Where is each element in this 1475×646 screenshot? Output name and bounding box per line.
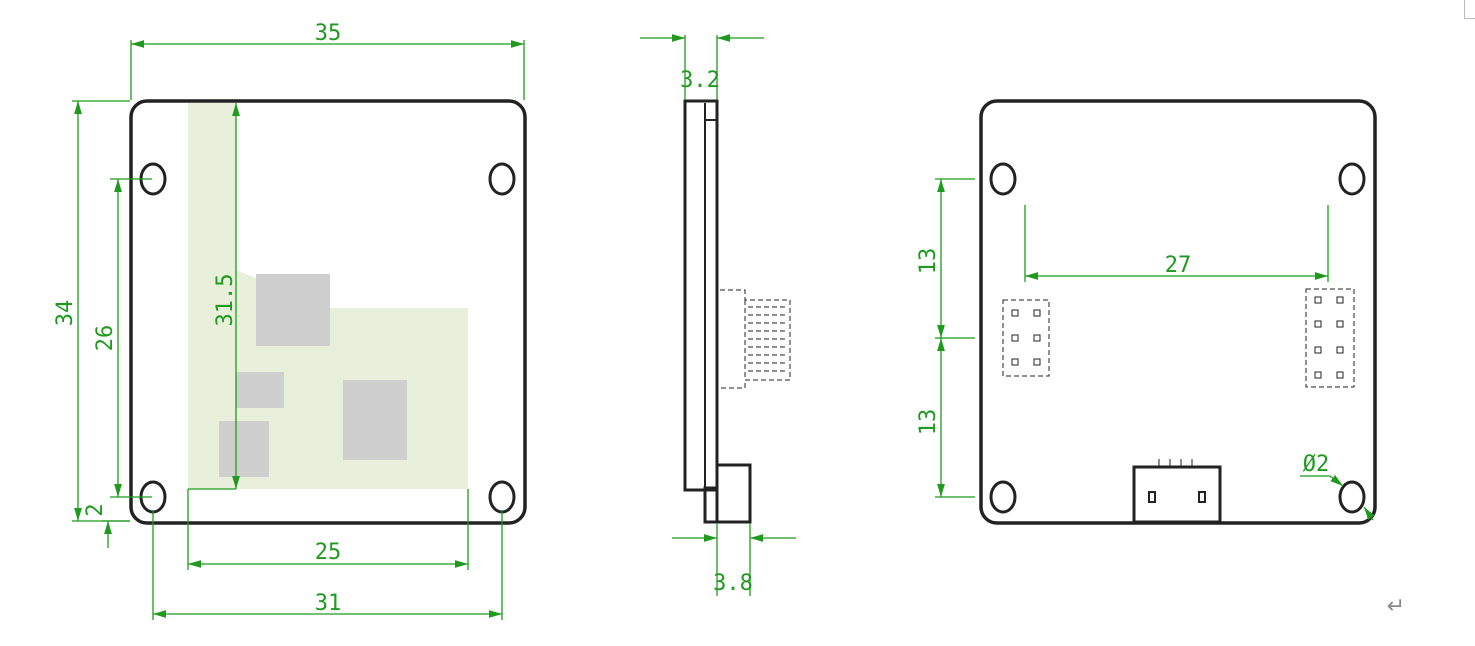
- mounting-hole: [1338, 480, 1366, 514]
- dim-thickness-bottom: 3.8: [713, 571, 753, 596]
- mounting-hole: [1338, 162, 1366, 196]
- header-left-pins: [1011, 309, 1041, 366]
- side-connector: [715, 463, 752, 524]
- header-right-pins: [1314, 296, 1344, 379]
- dim-edge-offset: 2: [83, 503, 108, 516]
- mounting-hole: [488, 480, 516, 514]
- dim-header-spacing: 27: [1165, 253, 1192, 278]
- dim-height-total: 34: [53, 300, 78, 327]
- back-view: 13 13 27 Ø2: [916, 99, 1377, 525]
- dim-lower-vertical: 13: [916, 409, 941, 436]
- dim-inner-vertical: 31.5: [213, 274, 238, 327]
- bottom-connector: [1132, 465, 1222, 524]
- dim-hole-horizontal: 31: [315, 591, 342, 616]
- mounting-hole: [989, 162, 1017, 196]
- dim-width-total: 35: [315, 21, 342, 46]
- mounting-hole: [989, 480, 1017, 514]
- side-view: 3.2 3.8: [640, 34, 796, 596]
- mounting-hole: [488, 162, 516, 196]
- header-outline-dashed: [720, 289, 791, 389]
- pin-header-right: [1305, 288, 1355, 388]
- component-chip: [219, 421, 269, 477]
- front-board-outline: [129, 99, 527, 525]
- dim-upper-vertical: 13: [916, 248, 941, 275]
- dim-thickness-top: 3.2: [680, 68, 720, 93]
- component-chip: [256, 274, 330, 346]
- dim-hole-diameter: Ø2: [1303, 452, 1330, 477]
- component-chip: [343, 380, 407, 460]
- page-corner-marker: [1464, 0, 1475, 19]
- paragraph-return-icon: ↵: [1386, 594, 1405, 619]
- dim-inner-horizontal: 25: [315, 540, 342, 565]
- front-view: 35 34 26 31.5 2 25 31: [53, 21, 527, 620]
- side-board: [683, 99, 719, 492]
- header-pins: [748, 306, 788, 372]
- pin-header-left: [1002, 299, 1050, 377]
- component-chip: [236, 372, 284, 408]
- dim-hole-vertical: 26: [93, 325, 118, 352]
